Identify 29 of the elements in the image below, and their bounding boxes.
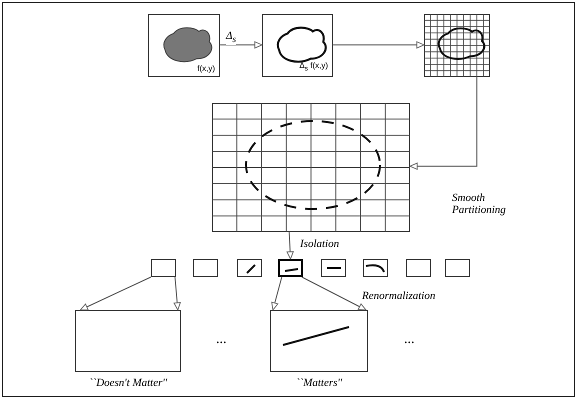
- segment-tile-drawing: [237, 259, 262, 277]
- segment-tile-drawing: [321, 259, 346, 277]
- segment-tile-drawing: [363, 259, 388, 277]
- arrow: [220, 41, 262, 48]
- empty-square: [406, 259, 431, 277]
- arrow: [286, 232, 294, 260]
- empty-square: [193, 259, 218, 277]
- ellipsis-mark: ...: [216, 332, 226, 348]
- empty-square: [445, 259, 470, 277]
- empty-square: [151, 259, 176, 277]
- partition-grid-drawing: [212, 103, 410, 232]
- ellipsis-mark: ...: [404, 332, 414, 348]
- arrow: [301, 276, 366, 310]
- edge-label: Isolation: [300, 238, 340, 250]
- panel-caption: ``Matters'': [296, 377, 342, 389]
- edge-label: Renormalization: [362, 290, 436, 302]
- panel-caption: ``Doesn't Matter'': [88, 377, 168, 389]
- segment-tile-drawing: [278, 259, 303, 277]
- arrow: [174, 276, 181, 310]
- image-panel: [262, 14, 333, 77]
- arrow: [271, 276, 282, 310]
- arrow: [410, 76, 478, 170]
- arrow: [80, 276, 152, 310]
- function-label: Δ$_{s}$ f(x,y): [299, 61, 328, 73]
- image-panel: [148, 14, 220, 77]
- function-label: f(x,y): [197, 64, 215, 73]
- arrow: [332, 41, 424, 48]
- grid-drawing: [424, 14, 490, 77]
- edge-label: Δ$_{s}$: [226, 30, 236, 46]
